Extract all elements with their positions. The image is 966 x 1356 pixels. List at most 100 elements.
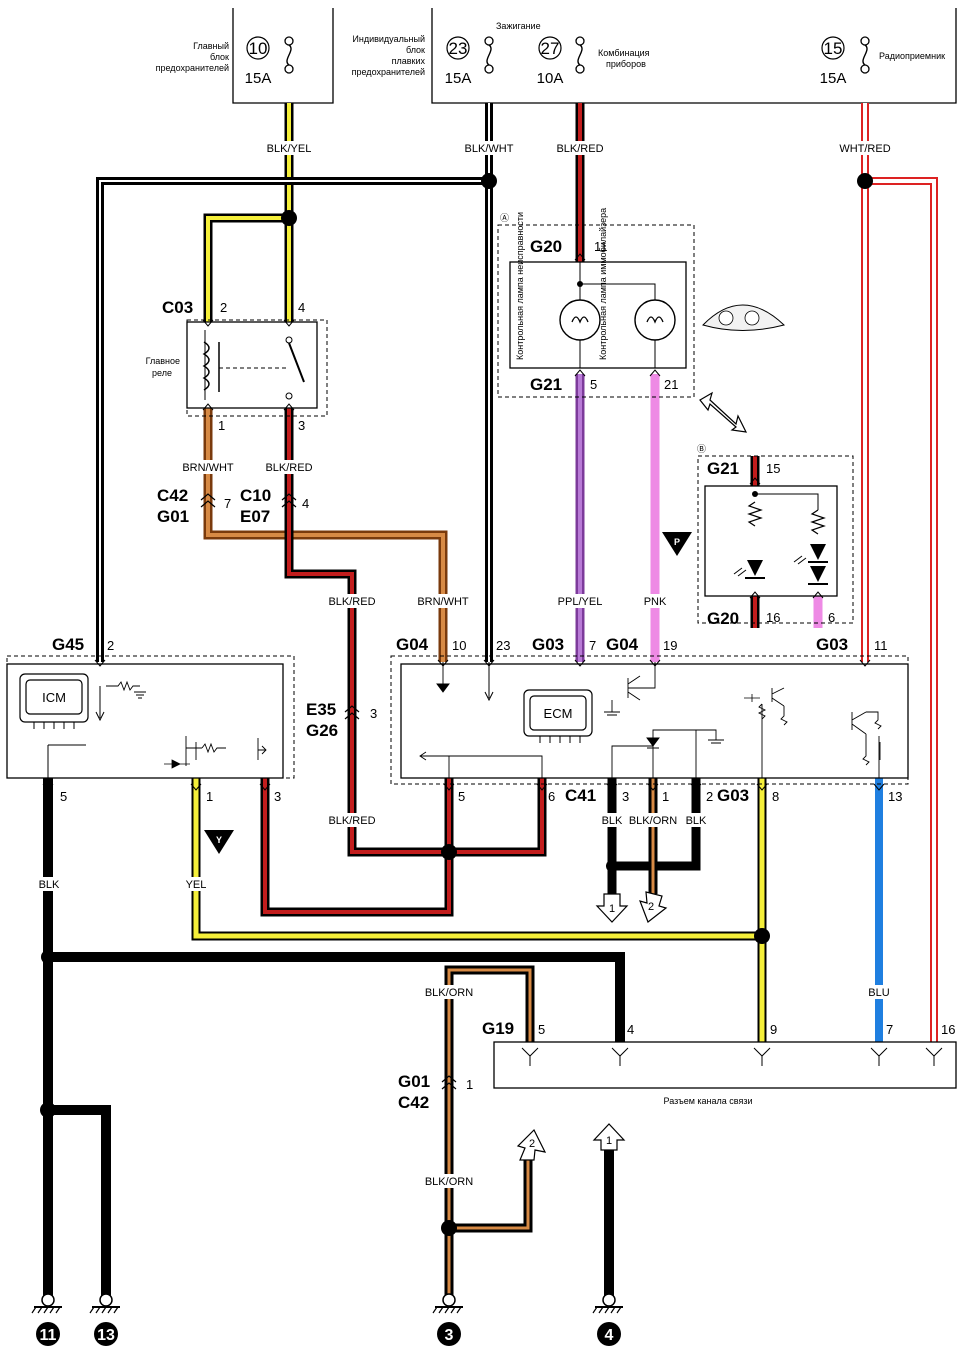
pin-ecm-5: 5 <box>458 789 465 804</box>
ground-11: 11 <box>31 1293 63 1346</box>
pin-e35-3: 3 <box>370 706 377 721</box>
connector-c03: C03 <box>162 298 193 317</box>
label-wht-red: WHT/RED <box>839 143 890 155</box>
ground-4: 4 <box>592 1293 624 1346</box>
pin-g01-1: 1 <box>466 1077 473 1092</box>
ground-3: 3 <box>432 1293 464 1346</box>
pin-g45-2: 2 <box>107 638 114 653</box>
marker-p-text: P <box>674 537 680 547</box>
main-relay-label-1: Главное <box>146 356 180 366</box>
ground-4-label: 4 <box>605 1327 614 1344</box>
pin-icm-5: 5 <box>60 789 67 804</box>
pin-c42-7: 7 <box>224 496 231 511</box>
pin-g21-5: 5 <box>590 377 597 392</box>
variant-a-mark: Ⓐ <box>500 213 509 223</box>
pin-c03-1: 1 <box>218 418 225 433</box>
ground-13: 13 <box>89 1293 121 1346</box>
connector-g20-top: G20 <box>530 237 562 256</box>
ground-13-icon <box>89 1293 121 1314</box>
wire-blk-wht-icm <box>96 177 489 662</box>
ecm-module: ECM <box>390 655 909 785</box>
ground-11-label: 11 <box>40 1327 57 1344</box>
label-blk-red-2: BLK/RED <box>328 596 375 608</box>
label-c41-blk-1: BLK <box>602 815 623 827</box>
label-c41-blk-2: BLK <box>686 815 707 827</box>
connector-c42: C42 <box>157 486 188 505</box>
label-blk-red-relay: BLK/RED <box>265 462 312 474</box>
ground-3-icon <box>432 1293 464 1314</box>
connector-g45: G45 <box>52 635 84 654</box>
connector-g03-mid: G03 <box>532 635 564 654</box>
individual-fuse-box-label-1: Индивидуальный <box>352 34 425 44</box>
connector-c10: C10 <box>240 486 271 505</box>
connector-g20-b: G20 <box>707 609 739 628</box>
dlc-label: Разъем канала связи <box>664 1096 753 1106</box>
pin-dlc-16: 16 <box>941 1022 955 1037</box>
pin-g03b-6: 6 <box>828 610 835 625</box>
connector-g21-top: G21 <box>530 375 562 394</box>
marker-y: Y <box>204 830 234 854</box>
pin-g04-10: 10 <box>452 638 466 653</box>
pin-dlc-4: 4 <box>627 1022 634 1037</box>
pin-g20b-16: 16 <box>766 610 780 625</box>
variant-b-mark: Ⓑ <box>697 444 706 454</box>
label-pnk: PNK <box>644 596 667 608</box>
fuse-10-number: 10 <box>249 39 268 58</box>
fuse-27-name-2: приборов <box>606 59 646 69</box>
connector-e35: E35 <box>306 700 336 719</box>
pin-c41-2: 2 <box>706 789 713 804</box>
fuse-27-name-1: Комбинация <box>598 48 650 58</box>
pin-ecm-6: 6 <box>548 789 555 804</box>
pin-g03-11: 11 <box>874 638 888 653</box>
pin-c03-2: 2 <box>220 300 227 315</box>
main-fuse-box: Главный блок предохранителей 10 15A <box>156 8 334 104</box>
arrow-1-down-icon: 1 <box>595 893 629 923</box>
fuse-23-number: 23 <box>449 39 468 58</box>
instrument-cluster-variant-b: Ⓑ <box>697 444 854 624</box>
label-c41-blk-orn: BLK/ORN <box>629 815 677 827</box>
individual-fuse-box-label-4: предохранителей <box>352 67 425 77</box>
label-blk-orn-1: BLK/ORN <box>425 987 473 999</box>
fuse-15-rating: 15A <box>820 70 847 87</box>
fuse-27-rating: 10A <box>537 70 564 87</box>
pin-c03-3: 3 <box>298 418 305 433</box>
connector-g01: G01 <box>157 507 189 526</box>
marker-y-text: Y <box>216 835 222 845</box>
main-fuse-box-label-2: блок <box>210 52 229 62</box>
arrow-2-down-icon: 2 <box>639 891 668 923</box>
pin-g04-19: 19 <box>663 638 677 653</box>
pin-dlc-7: 7 <box>886 1022 893 1037</box>
arrow-2-up-label: 2 <box>529 1138 535 1150</box>
main-fuse-box-label-3: предохранителей <box>156 63 229 73</box>
main-fuse-box-label-1: Главный <box>193 41 229 51</box>
fuse-15-number: 15 <box>824 39 843 58</box>
fuse-23-rating: 15A <box>445 70 472 87</box>
fuse-23-name: Зажигание <box>496 21 541 31</box>
pin-c10-4: 4 <box>302 496 309 511</box>
wire-labels: BLK/YEL BLK/WHT BLK/RED WHT/RED BRN/WHT … <box>36 141 895 1188</box>
wire-blk-ground-13 <box>48 1105 111 1298</box>
ground-11-icon <box>31 1293 63 1314</box>
label-blk-yel: BLK/YEL <box>267 143 312 155</box>
fuse-10-rating: 15A <box>245 70 272 87</box>
pin-g20-11: 11 <box>594 239 608 254</box>
wire-blk-red-main <box>284 408 547 857</box>
label-ppl-yel: PPL/YEL <box>558 596 603 608</box>
arrow-2-up-icon: 2 <box>516 1128 547 1161</box>
wire-blk-dlc4 <box>48 952 625 1042</box>
pin-g21b-15: 15 <box>766 461 780 476</box>
connector-g03-bottom: G03 <box>717 786 749 805</box>
ground-13-label: 13 <box>97 1327 115 1344</box>
main-relay: Главное реле <box>146 319 328 417</box>
label-blk-red-3: BLK/RED <box>328 815 375 827</box>
pin-g03-13: 13 <box>888 789 902 804</box>
dashboard-icon <box>702 304 785 331</box>
label-blk-red-top: BLK/RED <box>556 143 603 155</box>
wire-blk-red-icm3 <box>260 778 454 917</box>
label-blk-wht: BLK/WHT <box>465 143 514 155</box>
arrow-2-down-label: 2 <box>648 901 654 913</box>
pin-c41-3: 3 <box>622 789 629 804</box>
lamp-immobilizer-label: Контрольная лампа иммобилайзера <box>598 208 608 360</box>
pin-g21-21: 21 <box>664 377 678 392</box>
